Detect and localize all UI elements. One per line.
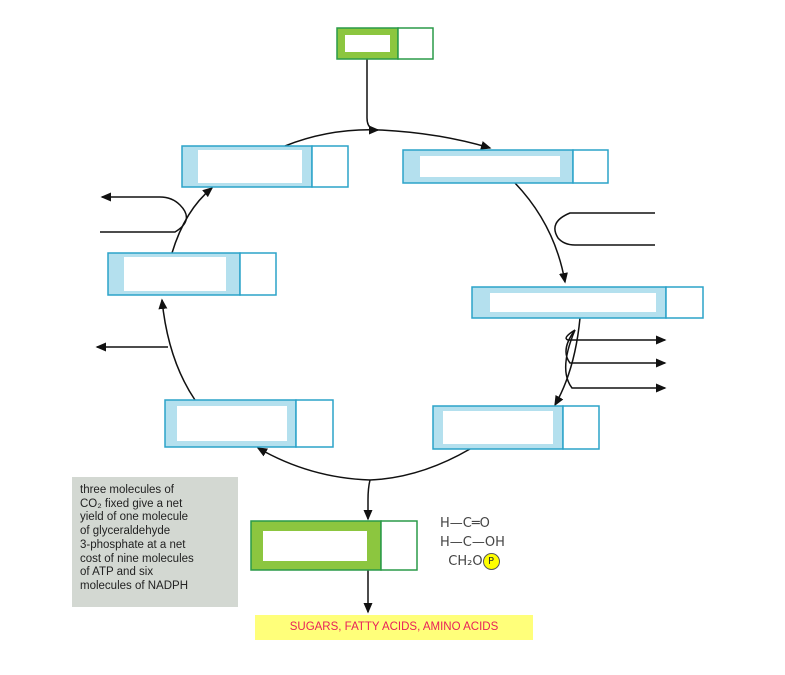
- box-right: [471, 286, 704, 319]
- output-arrow: [363, 479, 373, 521]
- side-arrow-left-top: [100, 192, 188, 233]
- box-bottom-right: [432, 405, 600, 450]
- products-label: SUGARS, FATTY ACIDS, AMINO ACIDS: [255, 615, 533, 640]
- cycle-arc-top: [284, 129, 492, 150]
- side-arrow-right-lower-3: [565, 329, 667, 393]
- box-ribulose-input: [336, 27, 434, 60]
- cycle-arc-bottom: [256, 447, 471, 481]
- box-glyceraldehyde-3-phosphate: [250, 520, 418, 571]
- box-left: [107, 252, 277, 296]
- cycle-arc-left-lower: [158, 298, 196, 401]
- structure-line-2: H—C—OH: [440, 535, 505, 550]
- structure-line-3: CH₂O: [448, 554, 483, 569]
- cycle-arc-right-lower: [554, 317, 581, 407]
- box-top-right: [402, 149, 609, 184]
- structure-line-1: H—C═O: [440, 516, 490, 531]
- cycle-arc-right-upper: [514, 182, 568, 284]
- summary-note: three molecules of CO₂ fixed give a net …: [72, 477, 238, 607]
- cycle-arc-left-upper: [171, 187, 214, 254]
- phosphate-icon: P: [482, 553, 500, 570]
- side-arrow-right-top: [554, 212, 655, 246]
- side-arrow-right-lower-2: [565, 329, 667, 368]
- box-top-left: [181, 145, 349, 188]
- box-bottom-left: [164, 399, 334, 448]
- input-arrow: [366, 59, 380, 135]
- side-arrow-right-lower-1: [565, 329, 667, 345]
